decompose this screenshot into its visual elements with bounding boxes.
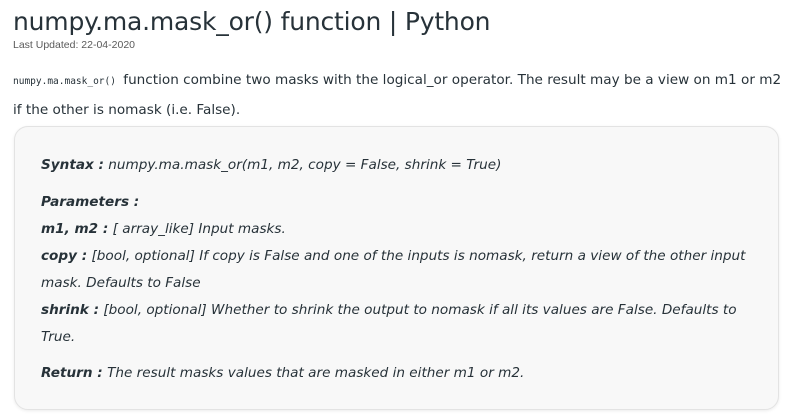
param-name: shrink : [41, 302, 100, 318]
return-label: Return : [41, 365, 103, 381]
param-name: m1, m2 : [41, 221, 109, 237]
intro-paragraph: numpy.ma.mask_or() function combine two … [13, 66, 783, 124]
intro-code: numpy.ma.mask_or() [13, 76, 116, 87]
syntax-box-content: Syntax : numpy.ma.mask_or(m1, m2, copy =… [41, 152, 751, 387]
syntax-label: Syntax : [41, 157, 104, 173]
syntax-value: numpy.ma.mask_or(m1, m2, copy = False, s… [108, 157, 502, 173]
last-updated-date: Last Updated: 22-04-2020 [13, 39, 136, 51]
param-desc: [bool, optional] Whether to shrink the o… [41, 302, 737, 345]
param-copy: copy : [bool, optional] If copy is False… [41, 243, 751, 297]
param-m1-m2: m1, m2 : [ array_like] Input masks. [41, 216, 751, 243]
parameters-heading: Parameters : [41, 189, 751, 216]
return-line: Return : The result masks values that ar… [41, 360, 751, 387]
param-desc: [bool, optional] If copy is False and on… [41, 248, 746, 291]
syntax-line: Syntax : numpy.ma.mask_or(m1, m2, copy =… [41, 152, 751, 179]
article: numpy.ma.mask_or() function | Python Las… [13, 0, 785, 124]
syntax-box: Syntax : numpy.ma.mask_or(m1, m2, copy =… [14, 126, 779, 410]
param-name: copy : [41, 248, 88, 264]
parameters-label: Parameters : [41, 194, 140, 210]
param-shrink: shrink : [bool, optional] Whether to shr… [41, 297, 751, 351]
page-title: numpy.ma.mask_or() function | Python [13, 7, 491, 36]
param-desc: [ array_like] Input masks. [112, 221, 286, 237]
return-value: The result masks values that are masked … [107, 365, 525, 381]
intro-text: function combine two masks with the logi… [13, 72, 782, 118]
